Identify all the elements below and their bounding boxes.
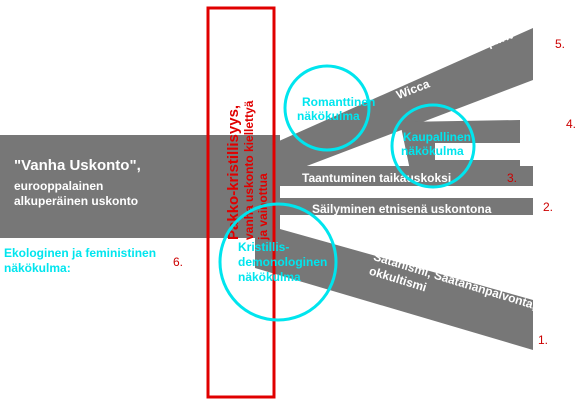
branch-ethnic [275, 198, 533, 215]
branch-bottom [255, 222, 533, 350]
main-trunk [0, 135, 280, 238]
romantic-line2: näkökulma [297, 109, 360, 123]
commercial-line1: Kaupallinen [403, 130, 471, 144]
commercial-line2: näkökulma [401, 144, 464, 158]
main-title: "Vanha Uskonto", [14, 157, 141, 174]
commercial-circle [390, 103, 476, 189]
demonological-circle [218, 202, 338, 322]
number-1: 1. [538, 333, 548, 347]
demonological-line1: Kristillis- [238, 240, 289, 254]
number-2: 2. [543, 200, 553, 214]
number-3: 3. [507, 171, 517, 185]
demonological-line2: demonologinen [238, 255, 327, 269]
box-label-line2: vanha uskonto kiellettyä [242, 100, 256, 240]
main-line1: eurooppalainen [14, 179, 103, 193]
left-label-line1: Ekologinen ja feministinen [4, 246, 156, 260]
branch-3-label: Taantuminen taikauskoksi [302, 171, 451, 185]
box-label-line1: Pakko-kristillisyys, [225, 105, 242, 240]
romantic-circle [283, 64, 371, 152]
branch-top [270, 28, 533, 180]
branch-2-label: Säilyminen etnisenä uskontona [312, 202, 492, 216]
number-6: 6. [173, 255, 183, 269]
number-4: 4. [566, 117, 576, 131]
main-line2: alkuperäinen uskonto [14, 194, 138, 208]
number-5: 5. [555, 37, 565, 51]
left-label-line2: näkökulma: [4, 261, 71, 275]
branch-commercial [400, 120, 520, 170]
christian-box [206, 6, 276, 399]
demonological-line3: näkökulma [238, 270, 301, 284]
romantic-line1: Romanttinen [302, 95, 375, 109]
